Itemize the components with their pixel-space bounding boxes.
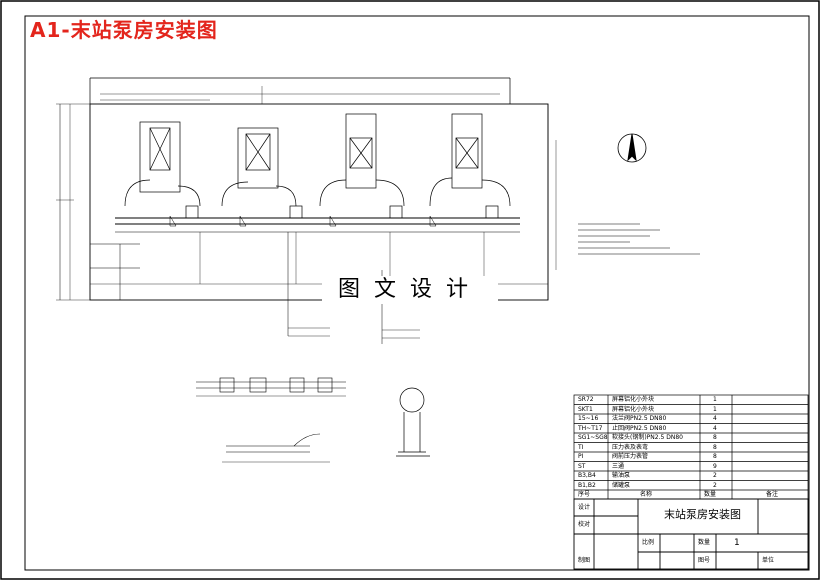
- support-detail: [396, 387, 430, 457]
- pump-room-plan: [56, 77, 557, 344]
- bom-cell-name: 压力表及表弯: [612, 443, 649, 451]
- general-notes: [578, 223, 700, 255]
- scale-label: 比例: [642, 539, 655, 546]
- bom-cell-qty: 1: [713, 405, 717, 413]
- title-block-grid: [573, 498, 809, 570]
- bom-cell-code: SR72: [578, 396, 594, 403]
- drawing-name: 末站泵房安装图: [664, 508, 741, 521]
- bom-cell-qty: 8: [713, 434, 717, 441]
- bom-cell-name: 阀前压力表管: [612, 453, 649, 460]
- pump-unit-3: [319, 113, 405, 219]
- bom-cell-code: B1,B2: [578, 481, 596, 489]
- sheet-title: A1-末站泵房安装图: [30, 18, 218, 42]
- bom-header-num: 序号: [578, 491, 591, 498]
- bom-cell-code: TH~T17: [578, 424, 603, 432]
- design-label: 设计: [578, 504, 591, 511]
- pump-unit-1: [124, 121, 201, 219]
- bom-cell-name: 屏幕铝化小外块: [612, 396, 655, 403]
- bom-cell-qty: 4: [713, 424, 717, 432]
- bom-table-grid: [573, 394, 809, 500]
- inner-border: [24, 15, 810, 571]
- bom-cell-name: 储罐泵: [612, 481, 631, 489]
- watermark: 图文设计: [322, 276, 498, 304]
- bom-cell-name: 止回阀PN2.5 DN80: [612, 424, 667, 432]
- north-arrow-icon: [617, 133, 647, 163]
- bom-cell-name: 三通: [612, 462, 625, 470]
- pump-unit-2: [221, 127, 303, 219]
- bom-cell-name: 法兰阀PN2.5 DN80: [612, 415, 667, 422]
- bom-cell-name: 屏幕铝化小外块: [612, 405, 655, 413]
- no-label: 图号: [698, 557, 711, 564]
- bom-cell-qty: 1: [713, 396, 717, 403]
- bom-header-qty: 数量: [704, 491, 717, 498]
- check-label: 校对: [578, 521, 591, 528]
- bom-cell-code: SKT1: [578, 405, 593, 413]
- bom-cell-code: SG1~SG8: [578, 434, 608, 441]
- bom-cell-code: TI: [578, 443, 584, 451]
- bom-cell-code: 15~16: [578, 415, 599, 422]
- bom-cell-qty: 2: [713, 481, 717, 489]
- bom-cell-qty: 9: [713, 462, 717, 470]
- bom-cell-code: PI: [578, 453, 584, 460]
- bom-header-note: 备注: [766, 491, 779, 498]
- bom-cell-code: B3,B4: [578, 472, 596, 479]
- pump-unit-4: [429, 113, 511, 219]
- bom-cell-qty: 4: [713, 415, 717, 422]
- bom-cell-qty: 2: [713, 472, 717, 479]
- bom-cell-qty: 8: [713, 443, 717, 451]
- bom-header-name: 名称: [640, 491, 653, 498]
- drawn-label: 制图: [578, 557, 591, 564]
- quantity-label: 数量: [698, 539, 711, 546]
- detail-sketches: [196, 377, 346, 463]
- bom-cell-name: 软接头(钢制)PN2.5 DN80: [612, 434, 683, 441]
- bom-cell-qty: 8: [713, 453, 717, 460]
- bom-cell-name: 输油泵: [612, 472, 631, 479]
- unit-label: 单位: [762, 557, 775, 564]
- quantity-value: 1: [734, 538, 740, 548]
- bom-cell-code: ST: [578, 462, 586, 470]
